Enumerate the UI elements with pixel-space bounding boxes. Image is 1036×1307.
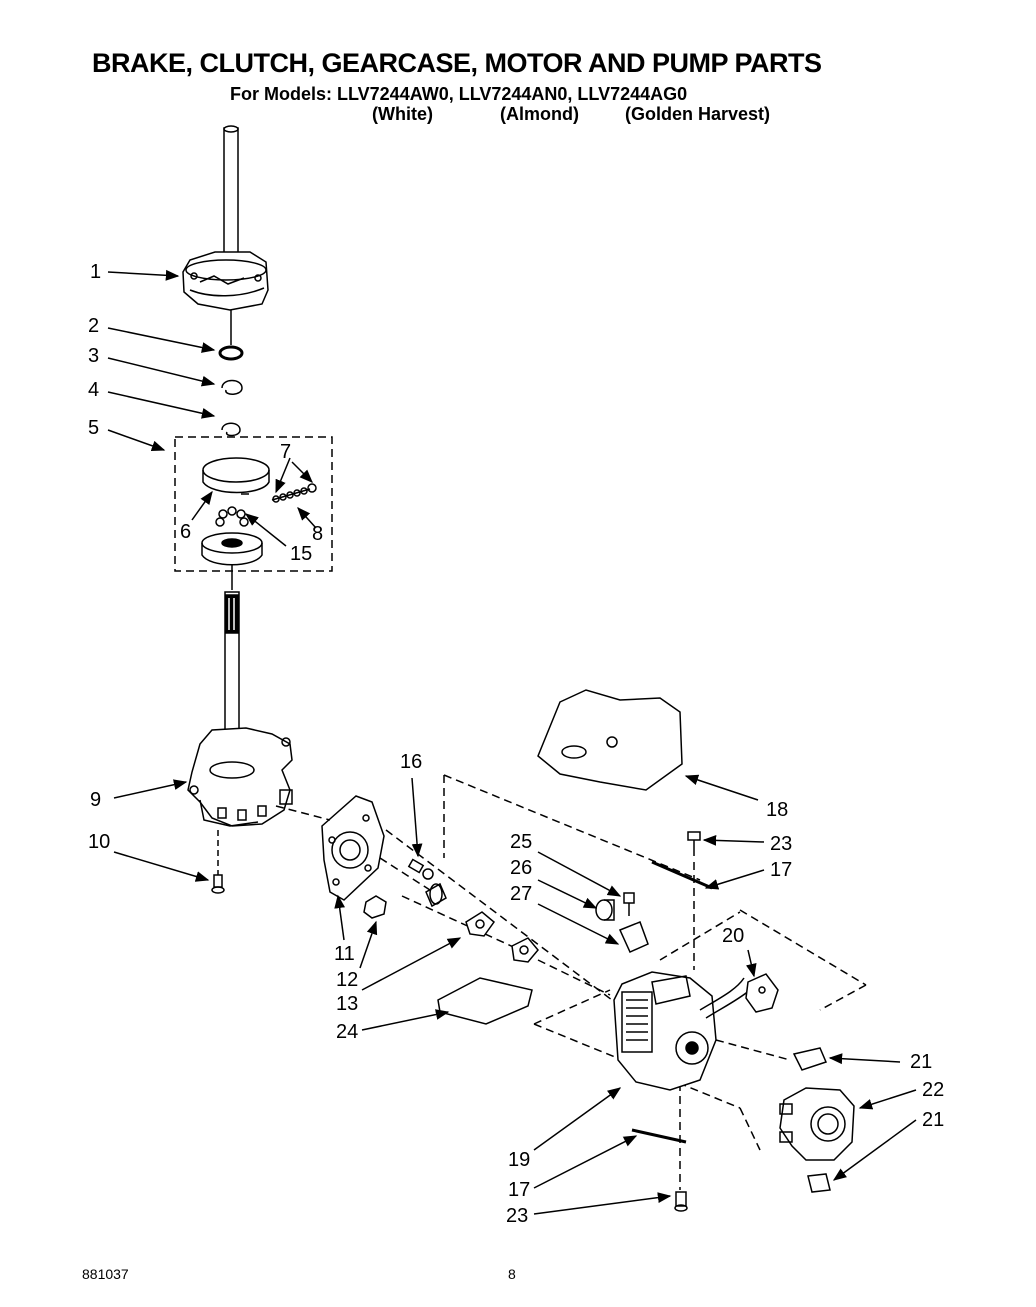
doc-number: 881037	[82, 1266, 129, 1282]
part-21-clip-upper	[792, 1047, 828, 1071]
callout-7: 7	[280, 441, 292, 463]
part-1-clutch-housing	[182, 251, 269, 311]
page-number: 8	[508, 1266, 516, 1282]
callout-26: 26	[510, 857, 533, 879]
callout-25: 25	[510, 831, 533, 853]
part-10-bolt	[211, 830, 225, 894]
part-11-mounting-plate	[321, 795, 385, 901]
part-9-gearcase	[187, 727, 293, 827]
part-15-brake-cam	[215, 506, 249, 527]
callout-18: 18	[766, 799, 789, 821]
callout-17-upper: 17	[770, 859, 793, 881]
callout-22: 22	[922, 1079, 945, 1101]
part-26-bushing	[595, 899, 615, 921]
callout-9: 9	[90, 789, 102, 811]
callout-10: 10	[88, 831, 111, 853]
callout-8: 8	[312, 523, 324, 545]
part-23-screw-lower	[674, 1191, 688, 1212]
callout-21-lower: 21	[922, 1109, 945, 1131]
part-24-pad	[437, 977, 533, 1025]
brake-drum	[201, 532, 263, 566]
part-21-clip-lower	[807, 1173, 831, 1193]
callout-17-lower: 17	[508, 1179, 531, 1201]
part-17-rod-lower	[631, 1128, 687, 1144]
callout-6: 6	[180, 521, 192, 543]
callout-12: 12	[336, 969, 359, 991]
part-23-screw-upper	[687, 831, 701, 856]
part-27-clip	[618, 921, 649, 953]
drive-shaft-lower	[224, 591, 240, 753]
part-8-spring	[271, 483, 317, 503]
callout-21-upper: 21	[910, 1051, 933, 1073]
callout-4: 4	[88, 379, 100, 401]
page-title: BRAKE, CLUTCH, GEARCASE, MOTOR AND PUMP …	[92, 48, 822, 78]
part-19-motor	[613, 971, 751, 1091]
part-6-brake-band	[202, 457, 270, 495]
part-3-retaining-ring	[221, 379, 243, 395]
callout-13: 13	[336, 993, 359, 1015]
callout-23-upper: 23	[770, 833, 793, 855]
callout-23-lower: 23	[506, 1205, 529, 1227]
part-13-coupler	[425, 882, 539, 963]
callout-20: 20	[722, 925, 745, 947]
part-12-nut	[363, 895, 387, 919]
part-18-motor-shield	[537, 689, 683, 791]
models-line: For Models: LLV7244AW0, LLV7244AN0, LLV7…	[230, 84, 688, 104]
part-16-bolt	[407, 858, 434, 880]
leader-arrows	[107, 269, 917, 1215]
part-20-switch	[745, 973, 779, 1013]
part-25-screw	[623, 892, 635, 916]
callout-19: 19	[508, 1149, 531, 1171]
part-2-washer	[218, 345, 244, 361]
callout-11: 11	[334, 943, 355, 965]
callout-15: 15	[290, 543, 313, 565]
part-17-rod-upper	[651, 860, 713, 890]
part-22-pump	[779, 1087, 855, 1161]
callout-1: 1	[90, 261, 102, 283]
callout-27: 27	[510, 883, 533, 905]
callout-2: 2	[88, 315, 100, 337]
agitator-shaft-upper	[223, 125, 239, 269]
callout-16: 16	[400, 751, 423, 773]
variant-golden-harvest: (Golden Harvest)	[625, 104, 771, 124]
part-5-brake-assembly-box	[174, 436, 333, 572]
callout-24: 24	[336, 1021, 359, 1043]
variant-almond: (Almond)	[500, 104, 579, 124]
callout-5: 5	[88, 417, 100, 439]
part-4-snap-ring	[221, 422, 241, 437]
variant-white: (White)	[372, 104, 433, 124]
callout-3: 3	[88, 345, 100, 367]
